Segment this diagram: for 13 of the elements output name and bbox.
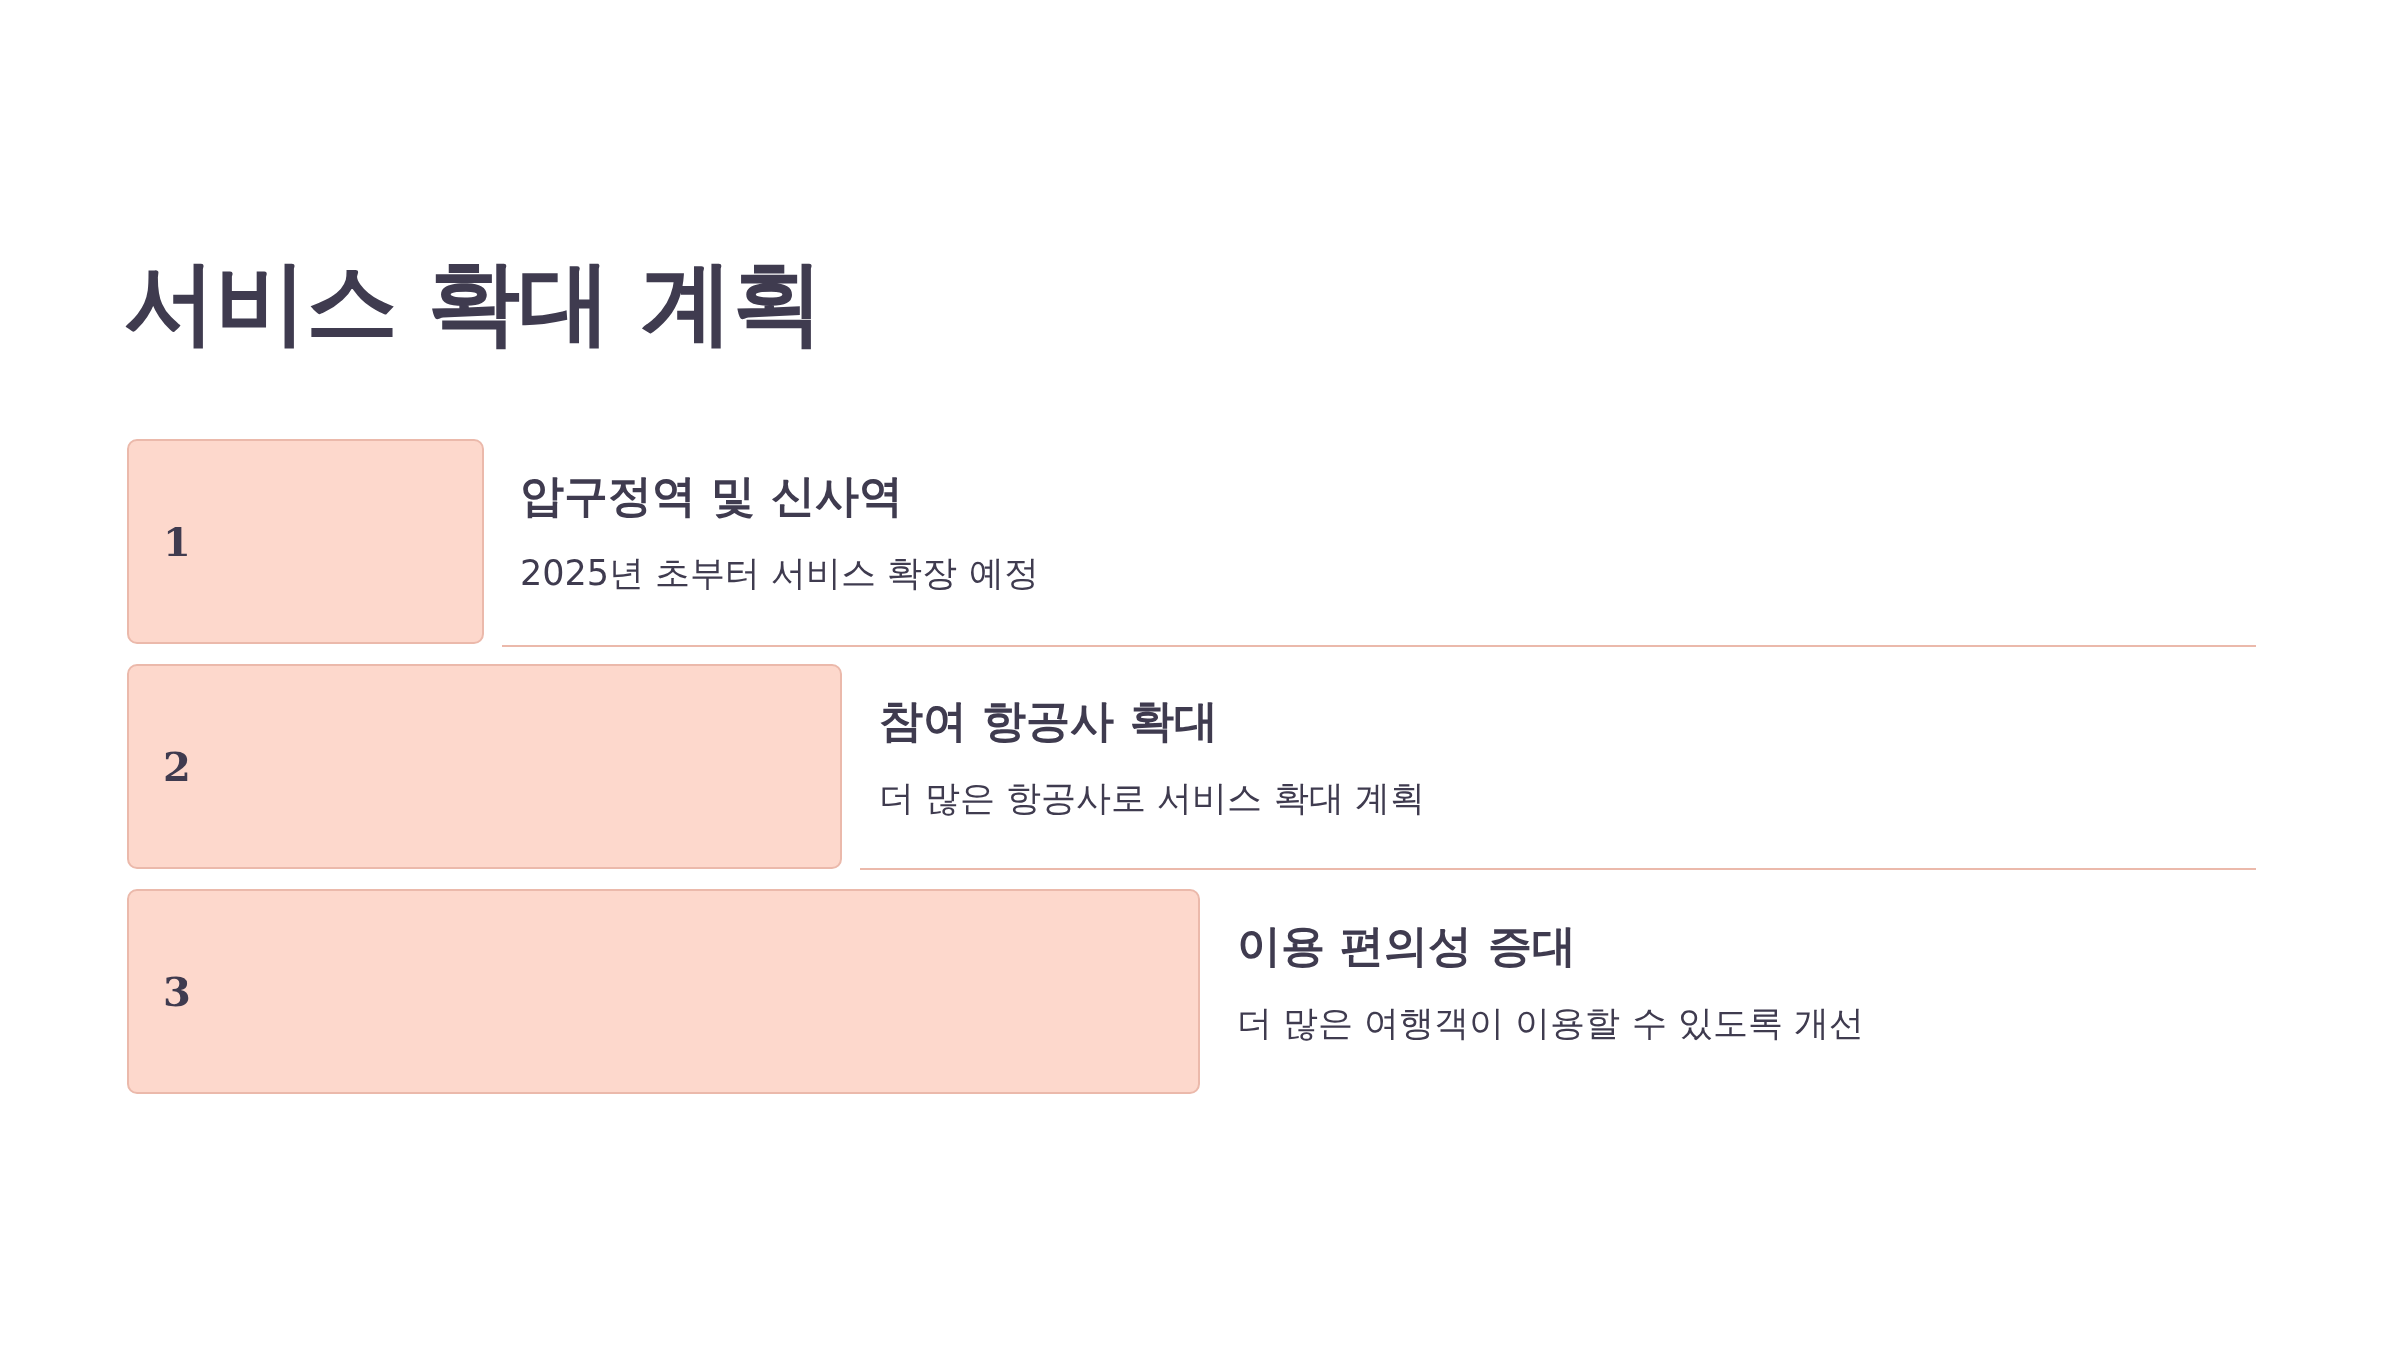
step-number: 1 (163, 517, 191, 566)
step-description: 2025년 초부터 서비스 확장 예정 (520, 552, 1039, 594)
step-bar (127, 889, 1200, 1094)
step-number: 2 (163, 742, 191, 791)
step-bar (127, 664, 842, 869)
step-description: 더 많은 여행객이 이용할 수 있도록 개선 (1237, 1002, 1864, 1044)
step-heading: 이용 편의성 증대 (1237, 920, 1576, 973)
slide-title: 서비스 확대 계획 (124, 248, 824, 358)
step-heading: 압구정역 및 신사역 (520, 470, 903, 523)
step-description: 더 많은 항공사로 서비스 확대 계획 (879, 777, 1425, 819)
step-bar (127, 439, 484, 644)
step-number: 3 (163, 967, 191, 1016)
step-heading: 참여 항공사 확대 (879, 695, 1218, 748)
